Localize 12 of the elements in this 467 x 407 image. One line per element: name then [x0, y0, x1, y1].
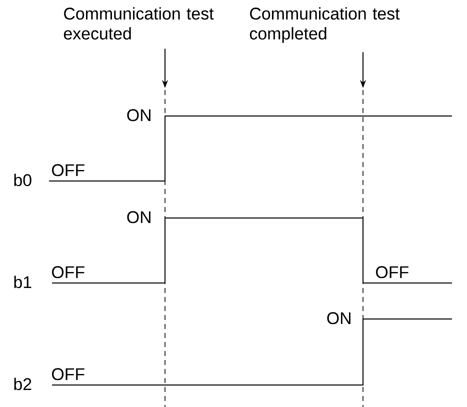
state-label: ON: [327, 312, 350, 324]
state-label: OFF: [52, 266, 84, 278]
signal-name: b0: [14, 174, 32, 186]
signal-name: b2: [14, 378, 32, 390]
state-label: ON: [127, 109, 150, 122]
state-label: OFF: [52, 164, 84, 176]
state-label: OFF: [52, 368, 84, 380]
state-label: OFF: [376, 266, 408, 278]
annotation-text: Communication test executed: [64, 7, 214, 40]
state-label: ON: [127, 211, 150, 224]
signal-name: b1: [14, 276, 32, 288]
annotation-text: Communication test completed: [250, 7, 400, 43]
